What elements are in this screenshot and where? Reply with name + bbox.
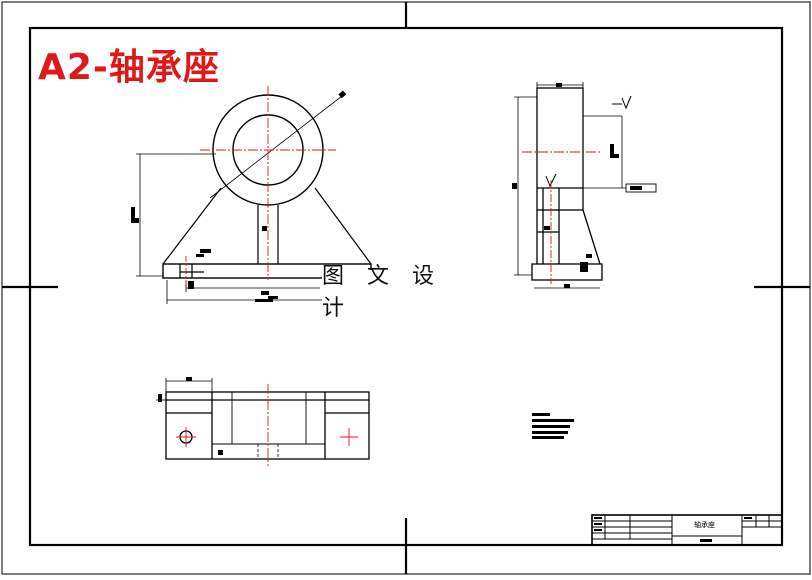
title-block-marks xyxy=(594,517,752,542)
drawing-title: A2-轴承座 xyxy=(38,47,220,88)
top-view-center-lines xyxy=(176,384,358,466)
title-block-part-name: 轴承座 xyxy=(694,521,715,529)
front-view-center-lines xyxy=(185,86,336,284)
side-view-center-lines xyxy=(522,151,600,284)
top-view-dimension-marks xyxy=(158,377,223,455)
top-view xyxy=(156,378,370,460)
front-view-dimension-marks xyxy=(131,90,347,302)
side-view xyxy=(514,82,657,289)
side-view-dimension-marks xyxy=(512,83,642,288)
title-block xyxy=(591,514,783,546)
watermark: 图 文 设 计 xyxy=(322,264,486,321)
technical-notes xyxy=(532,413,574,439)
